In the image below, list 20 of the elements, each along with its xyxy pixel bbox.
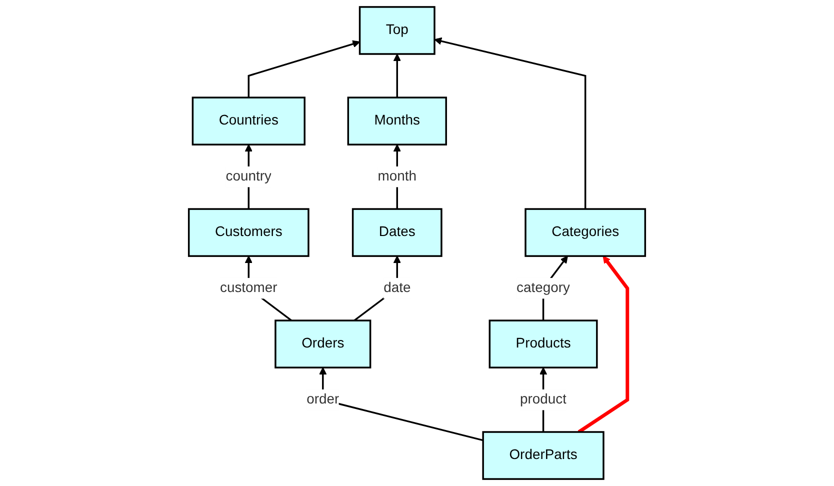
node-box: Dates [352, 208, 442, 257]
edge-label: order [306, 392, 340, 407]
node-box: Categories [524, 208, 646, 257]
edge-label: product [520, 392, 567, 407]
arrow [248, 40, 360, 98]
edge-label: customer [220, 280, 278, 296]
arrow [578, 256, 630, 434]
node-box: Products [488, 320, 598, 368]
node-box: Orders [274, 320, 372, 368]
edge-label: country [226, 168, 272, 184]
node-box: Months [347, 96, 447, 146]
edge-label: category [516, 280, 570, 296]
edge-label: month [378, 168, 416, 184]
node-box: Customers [188, 208, 310, 257]
node-box: Top [358, 6, 436, 55]
arrow [434, 37, 586, 210]
arrow [393, 54, 401, 98]
edge-label: date [384, 280, 411, 296]
node-box: Countries [192, 96, 306, 146]
node-box: OrderParts [482, 431, 604, 480]
